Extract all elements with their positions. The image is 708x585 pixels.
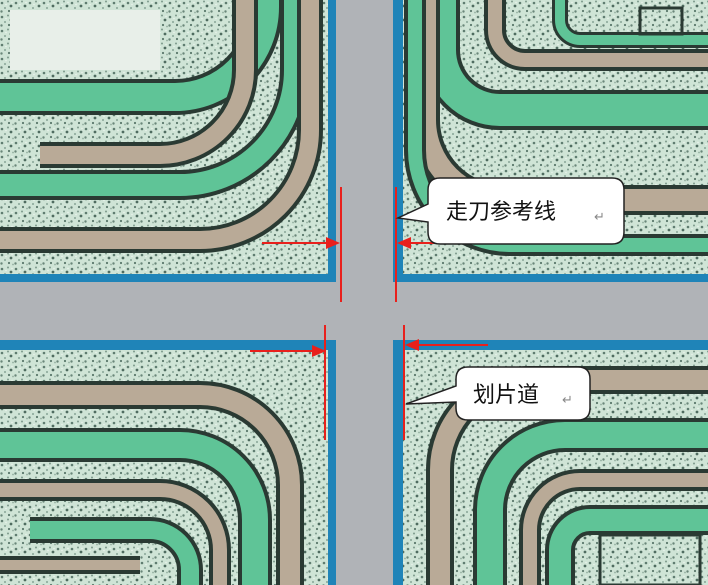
callout-scribe-lane-label: 划片道 — [473, 383, 539, 408]
return-mark: ↵ — [562, 393, 573, 408]
callout-reference-line-label: 走刀参考线 — [446, 200, 556, 225]
vertical-scribe-lane — [336, 0, 400, 585]
arrow-head-tr — [397, 237, 411, 249]
return-mark: ↵ — [594, 210, 605, 225]
arrow-head-br — [405, 339, 419, 351]
arrow-head-bl — [312, 345, 326, 357]
callout-reference-line: 走刀参考线 ↵ — [395, 177, 625, 245]
callout-bubble — [395, 177, 625, 245]
arrow-head-tl — [326, 237, 340, 249]
callout-bubble — [405, 366, 591, 421]
die-top-left — [0, 0, 336, 282]
die-bottom-left — [0, 340, 336, 585]
callout-scribe-lane: 划片道 ↵ — [405, 366, 591, 421]
